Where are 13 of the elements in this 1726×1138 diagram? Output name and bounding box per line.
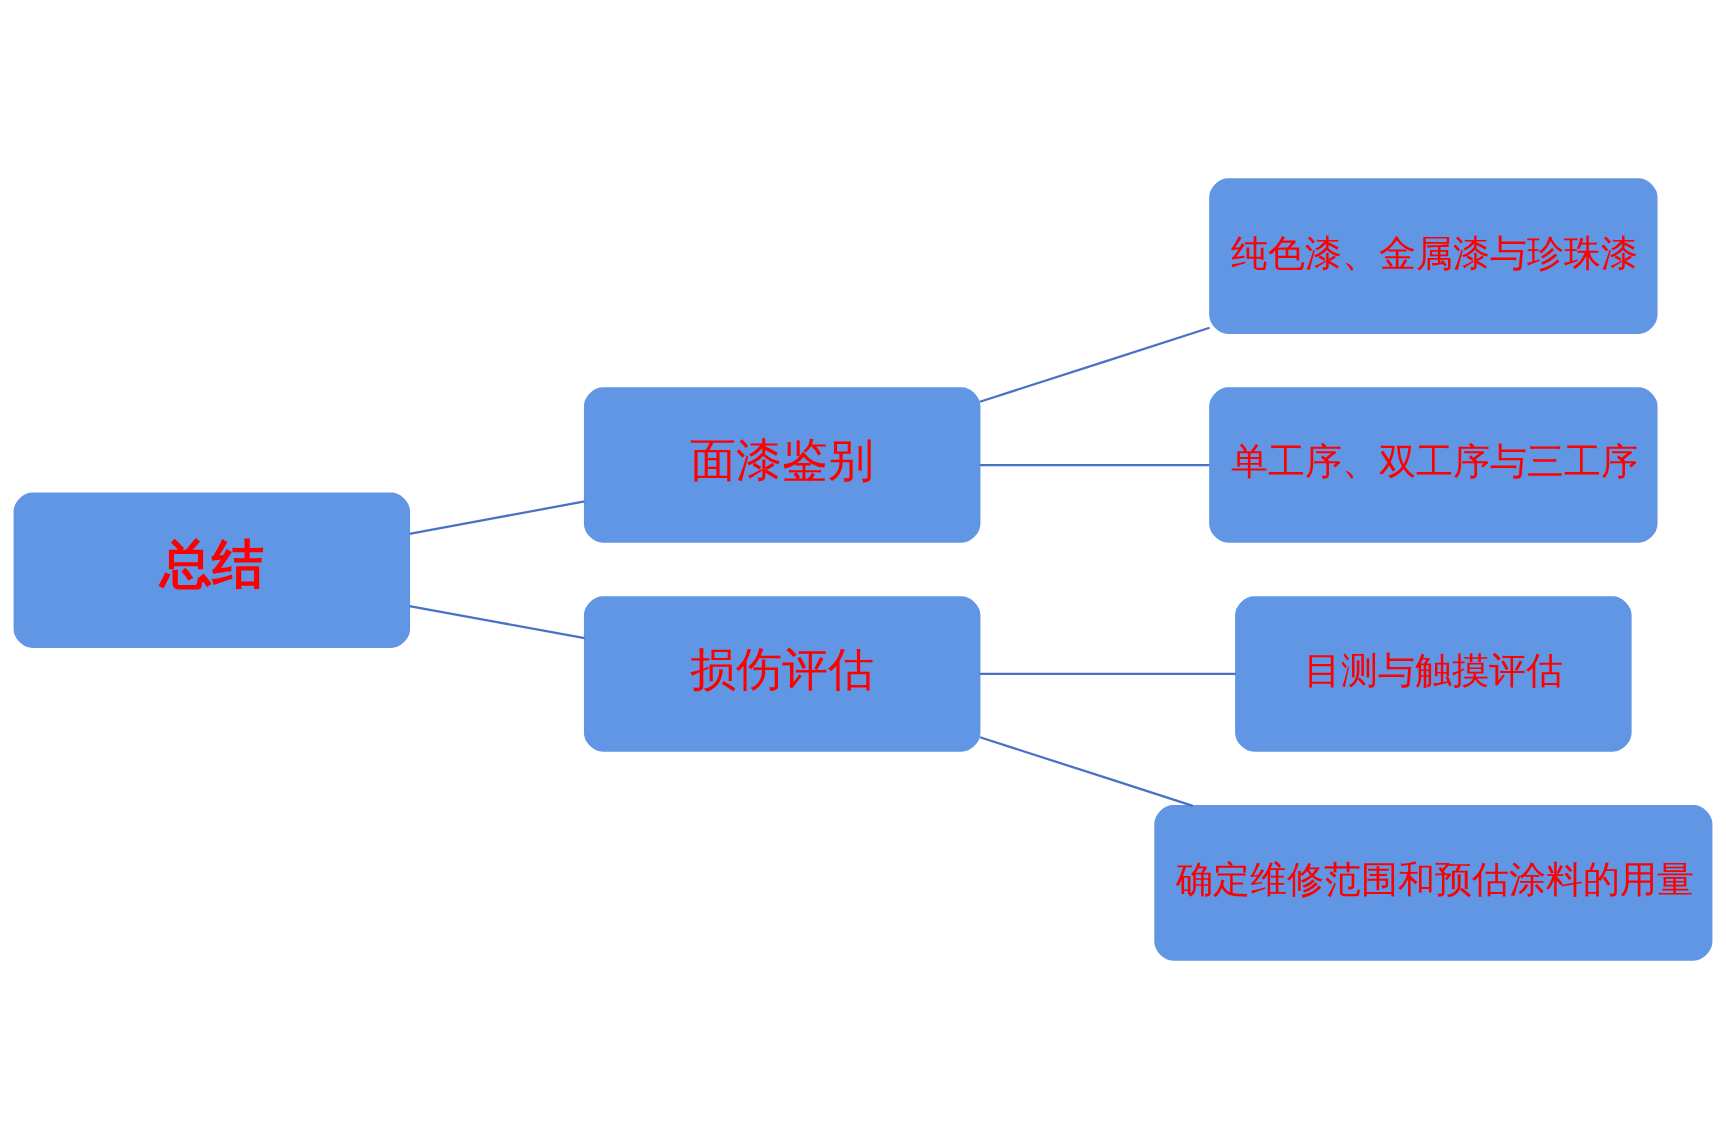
connector — [979, 672, 1236, 675]
connector — [979, 326, 1210, 403]
node-box: 单工序、双工序与三工序 — [1209, 386, 1658, 543]
node-box: 总结 — [13, 492, 411, 648]
node-box: 目测与触摸评估 — [1235, 595, 1632, 752]
connector — [409, 604, 585, 639]
node-box: 损伤评估 — [583, 595, 981, 752]
connector — [979, 463, 1210, 466]
node-box: 纯色漆、金属漆与珍珠漆 — [1209, 177, 1658, 334]
node-box: 确定维修范围和预估涂料的用量 — [1154, 804, 1713, 961]
connector — [409, 499, 585, 535]
connector — [979, 735, 1194, 807]
node-box: 面漆鉴别 — [583, 386, 981, 543]
